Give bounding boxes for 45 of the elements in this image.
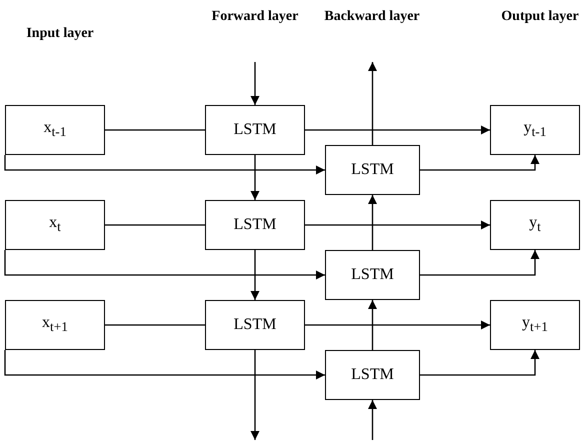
arrow (305, 126, 490, 134)
node-box (5, 105, 105, 155)
layer-heading: Forward layer (210, 8, 300, 26)
node-label: y$_{t+1}$ (522, 314, 548, 336)
node-box (5, 300, 105, 350)
node-box (205, 200, 305, 250)
node-label: LSTM (234, 216, 276, 234)
arrow (4, 250, 325, 280)
node-label: LSTM (351, 161, 394, 179)
node-label: x$_{t+1}$ (42, 314, 68, 336)
node-label: x$_{t}$ (49, 214, 61, 236)
node-box (205, 300, 305, 350)
node-box (490, 300, 580, 350)
arrow (368, 195, 377, 250)
arrow (368, 400, 377, 440)
arrow (250, 62, 260, 105)
arrow (4, 350, 325, 380)
arrow (305, 320, 490, 330)
node-box (490, 105, 580, 155)
node-box (325, 250, 420, 300)
node-label: LSTM (351, 366, 394, 384)
node-box (205, 105, 305, 155)
node-box (490, 200, 580, 250)
node-label: y$_{t-1}$ (524, 119, 546, 141)
node-box (5, 200, 105, 250)
node-label: LSTM (234, 316, 276, 334)
node-label: LSTM (234, 121, 276, 139)
layer-heading: Output layer (500, 8, 580, 26)
arrow (420, 350, 540, 376)
arrow (305, 220, 490, 230)
arrow (368, 300, 377, 350)
layer-heading: Input layer (25, 25, 95, 42)
layer-heading: Backward layer (323, 8, 421, 26)
arrow (250, 155, 260, 200)
arrow (420, 250, 540, 276)
node-box (325, 350, 420, 400)
node-label: y$_{t}$ (529, 214, 541, 236)
arrow (420, 155, 540, 171)
arrow (250, 250, 260, 300)
node-label: LSTM (351, 266, 394, 284)
arrow (4, 155, 325, 174)
arrow (368, 62, 377, 145)
arrow (250, 350, 260, 440)
node-label: x$_{t-1}$ (44, 119, 66, 141)
node-box (325, 145, 420, 195)
